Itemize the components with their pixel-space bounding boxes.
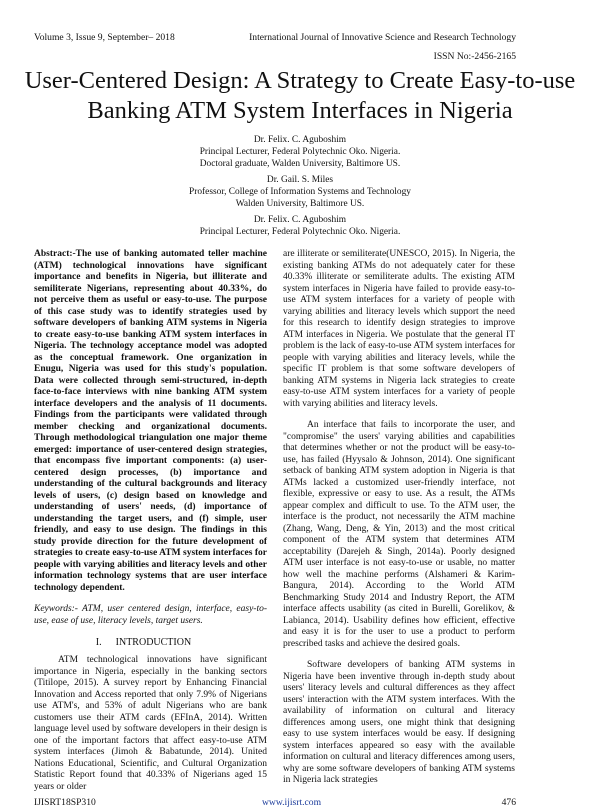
- author-affiliation: Principal Lecturer, Federal Polytechnic …: [199, 147, 401, 157]
- intro-paragraph: ATM technological innovations have signi…: [34, 655, 267, 792]
- abstract: Abstract:-The use of banking automated t…: [34, 249, 267, 593]
- right-column: are illiterate or semiliterate(UNESCO, 2…: [283, 249, 515, 787]
- body-paragraph: Software developers of banking ATM syste…: [283, 660, 515, 785]
- paper-title: User-Centered Design: A Strategy to Crea…: [24, 67, 576, 124]
- author-affiliation: Professor, College of Information System…: [189, 187, 411, 197]
- section-title: INTRODUCTION: [115, 637, 192, 648]
- body-paragraph: An interface that fails to incorporate t…: [283, 420, 515, 649]
- author-block-1: Dr. Felix. C. Aguboshim Principal Lectur…: [0, 134, 600, 170]
- volume-issue: Volume 3, Issue 9, September– 2018: [34, 32, 175, 43]
- body-paragraph: are illiterate or semiliterate(UNESCO, 2…: [283, 249, 515, 409]
- author-affiliation: Walden University, Baltimore US.: [235, 199, 365, 209]
- paper-id: IJISRT18SP310: [34, 797, 96, 808]
- keywords: Keywords:- ATM, user centered design, in…: [34, 604, 267, 626]
- journal-link[interactable]: www.ijisrt.com: [262, 797, 322, 808]
- author-affiliation: Doctoral graduate, Walden University, Ba…: [199, 159, 401, 169]
- section-number: I.: [95, 637, 102, 648]
- left-column: Abstract:-The use of banking automated t…: [34, 249, 267, 793]
- author-affiliation: Principal Lecturer, Federal Polytechnic …: [199, 227, 401, 237]
- page-number: 476: [501, 797, 516, 808]
- section-heading: I. INTRODUCTION: [34, 637, 267, 649]
- author-name: Dr. Gail. S. Miles: [266, 175, 334, 185]
- author-name: Dr. Felix. C. Aguboshim: [253, 215, 347, 225]
- issn: ISSN No:-2456-2165: [433, 51, 516, 62]
- author-block-3: Dr. Felix. C. Aguboshim Principal Lectur…: [0, 214, 600, 238]
- author-name: Dr. Felix. C. Aguboshim: [253, 135, 347, 145]
- author-block-2: Dr. Gail. S. Miles Professor, College of…: [0, 174, 600, 210]
- journal-name: International Journal of Innovative Scie…: [249, 32, 516, 43]
